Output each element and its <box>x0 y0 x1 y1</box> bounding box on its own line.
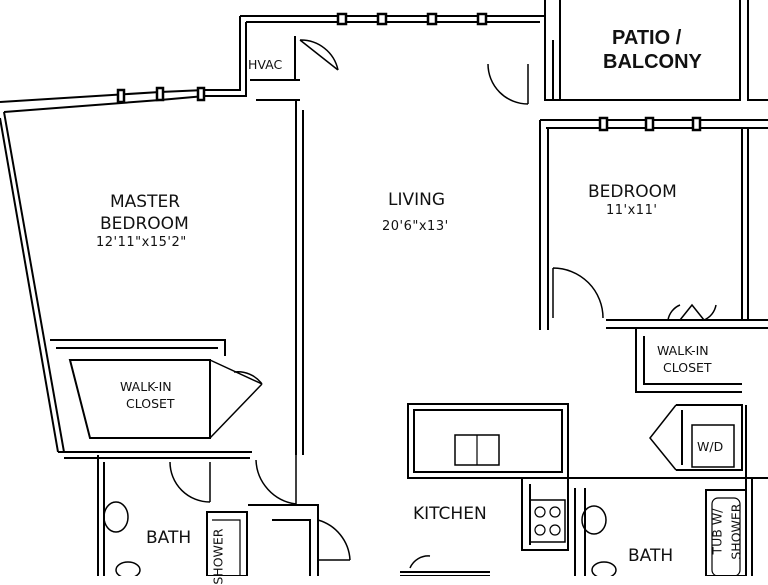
window-master-1 <box>116 88 126 104</box>
patio-left-wall <box>544 0 561 101</box>
shower-left-panel <box>212 519 241 576</box>
bath-right-label: BATH <box>628 546 674 566</box>
bedroom-bottom-wall <box>606 319 768 329</box>
sink-right <box>581 505 607 535</box>
kitchen-bottom-wall <box>400 571 490 576</box>
master-left-wall <box>0 111 65 453</box>
bath-right-walls <box>568 477 768 576</box>
window-top-mid <box>376 12 388 26</box>
stove <box>529 499 566 543</box>
living-dims: 20'6"x13' <box>382 219 449 234</box>
kitchen-island <box>407 403 569 479</box>
window-top-left <box>336 12 348 26</box>
laundry-door <box>649 404 677 471</box>
closet-master-walls <box>50 339 226 356</box>
tub-label-line1: TUB W/ <box>709 508 725 555</box>
bedroom-right-wall <box>741 128 749 320</box>
window-bedroom-3 <box>691 116 702 132</box>
window-top-mid2 <box>426 12 438 26</box>
master-bath-door <box>169 461 211 503</box>
hall-door-2 <box>317 519 351 561</box>
master-label-line1: MASTER <box>110 192 181 212</box>
bath-left-label: BATH <box>146 528 192 548</box>
right-wall-lower <box>745 405 753 576</box>
bedroom-left-wall <box>539 120 549 330</box>
wall-hvac-left <box>205 16 247 97</box>
master-bottom-wall <box>58 451 252 459</box>
sink-left-bottom <box>115 561 141 576</box>
bedroom-closet-label-line2: CLOSET <box>663 360 712 375</box>
washer-dryer-unit <box>691 424 735 468</box>
master-label-line2: BEDROOM <box>100 214 189 234</box>
bedroom-label: BEDROOM <box>588 182 677 202</box>
shower-left-box <box>206 511 248 576</box>
master-top-wall <box>0 89 206 113</box>
kitchen-door <box>409 555 431 569</box>
window-top-right <box>476 12 488 26</box>
tub-label-line2: SHOWER <box>728 503 744 560</box>
bedroom-dims: 11'x11' <box>606 203 658 218</box>
master-closet-label-line2: CLOSET <box>126 396 175 411</box>
kitchen-label: KITCHEN <box>413 504 487 524</box>
patio-label-line1: PATIO / <box>612 27 682 49</box>
shower-left-label: SHOWER <box>210 528 226 585</box>
window-bedroom-2 <box>644 116 655 132</box>
window-master-3 <box>196 86 206 102</box>
wall-hvac-bottom <box>250 79 300 101</box>
window-master-2 <box>155 86 165 102</box>
bath-left-walls <box>97 455 105 576</box>
master-dims: 12'11"x15'2" <box>96 235 187 250</box>
living-label: LIVING <box>388 190 446 210</box>
sink-left <box>103 501 129 533</box>
window-bedroom-1 <box>598 116 609 132</box>
hvac-door <box>299 39 339 71</box>
closet-right-walls <box>635 328 742 393</box>
patio-label-line2: BALCONY <box>603 51 702 73</box>
hall-walls <box>248 504 319 576</box>
hvac-label: HVAC <box>248 57 283 72</box>
bedroom-closet-label-line1: WALK-IN <box>657 343 709 358</box>
closet-right-doors <box>667 303 717 321</box>
washer-dryer-label: W/D <box>697 439 724 454</box>
hall-door <box>255 455 297 505</box>
bedroom-door <box>552 267 604 319</box>
closet-master-door <box>209 359 263 439</box>
laundry-walls <box>676 404 743 471</box>
sink-right-bottom <box>591 561 617 576</box>
exterior-wall-top <box>240 15 545 23</box>
master-closet-label-line1: WALK-IN <box>120 379 172 394</box>
patio-door <box>487 63 529 105</box>
patio-bottom <box>560 0 768 101</box>
living-left-wall <box>295 100 304 455</box>
